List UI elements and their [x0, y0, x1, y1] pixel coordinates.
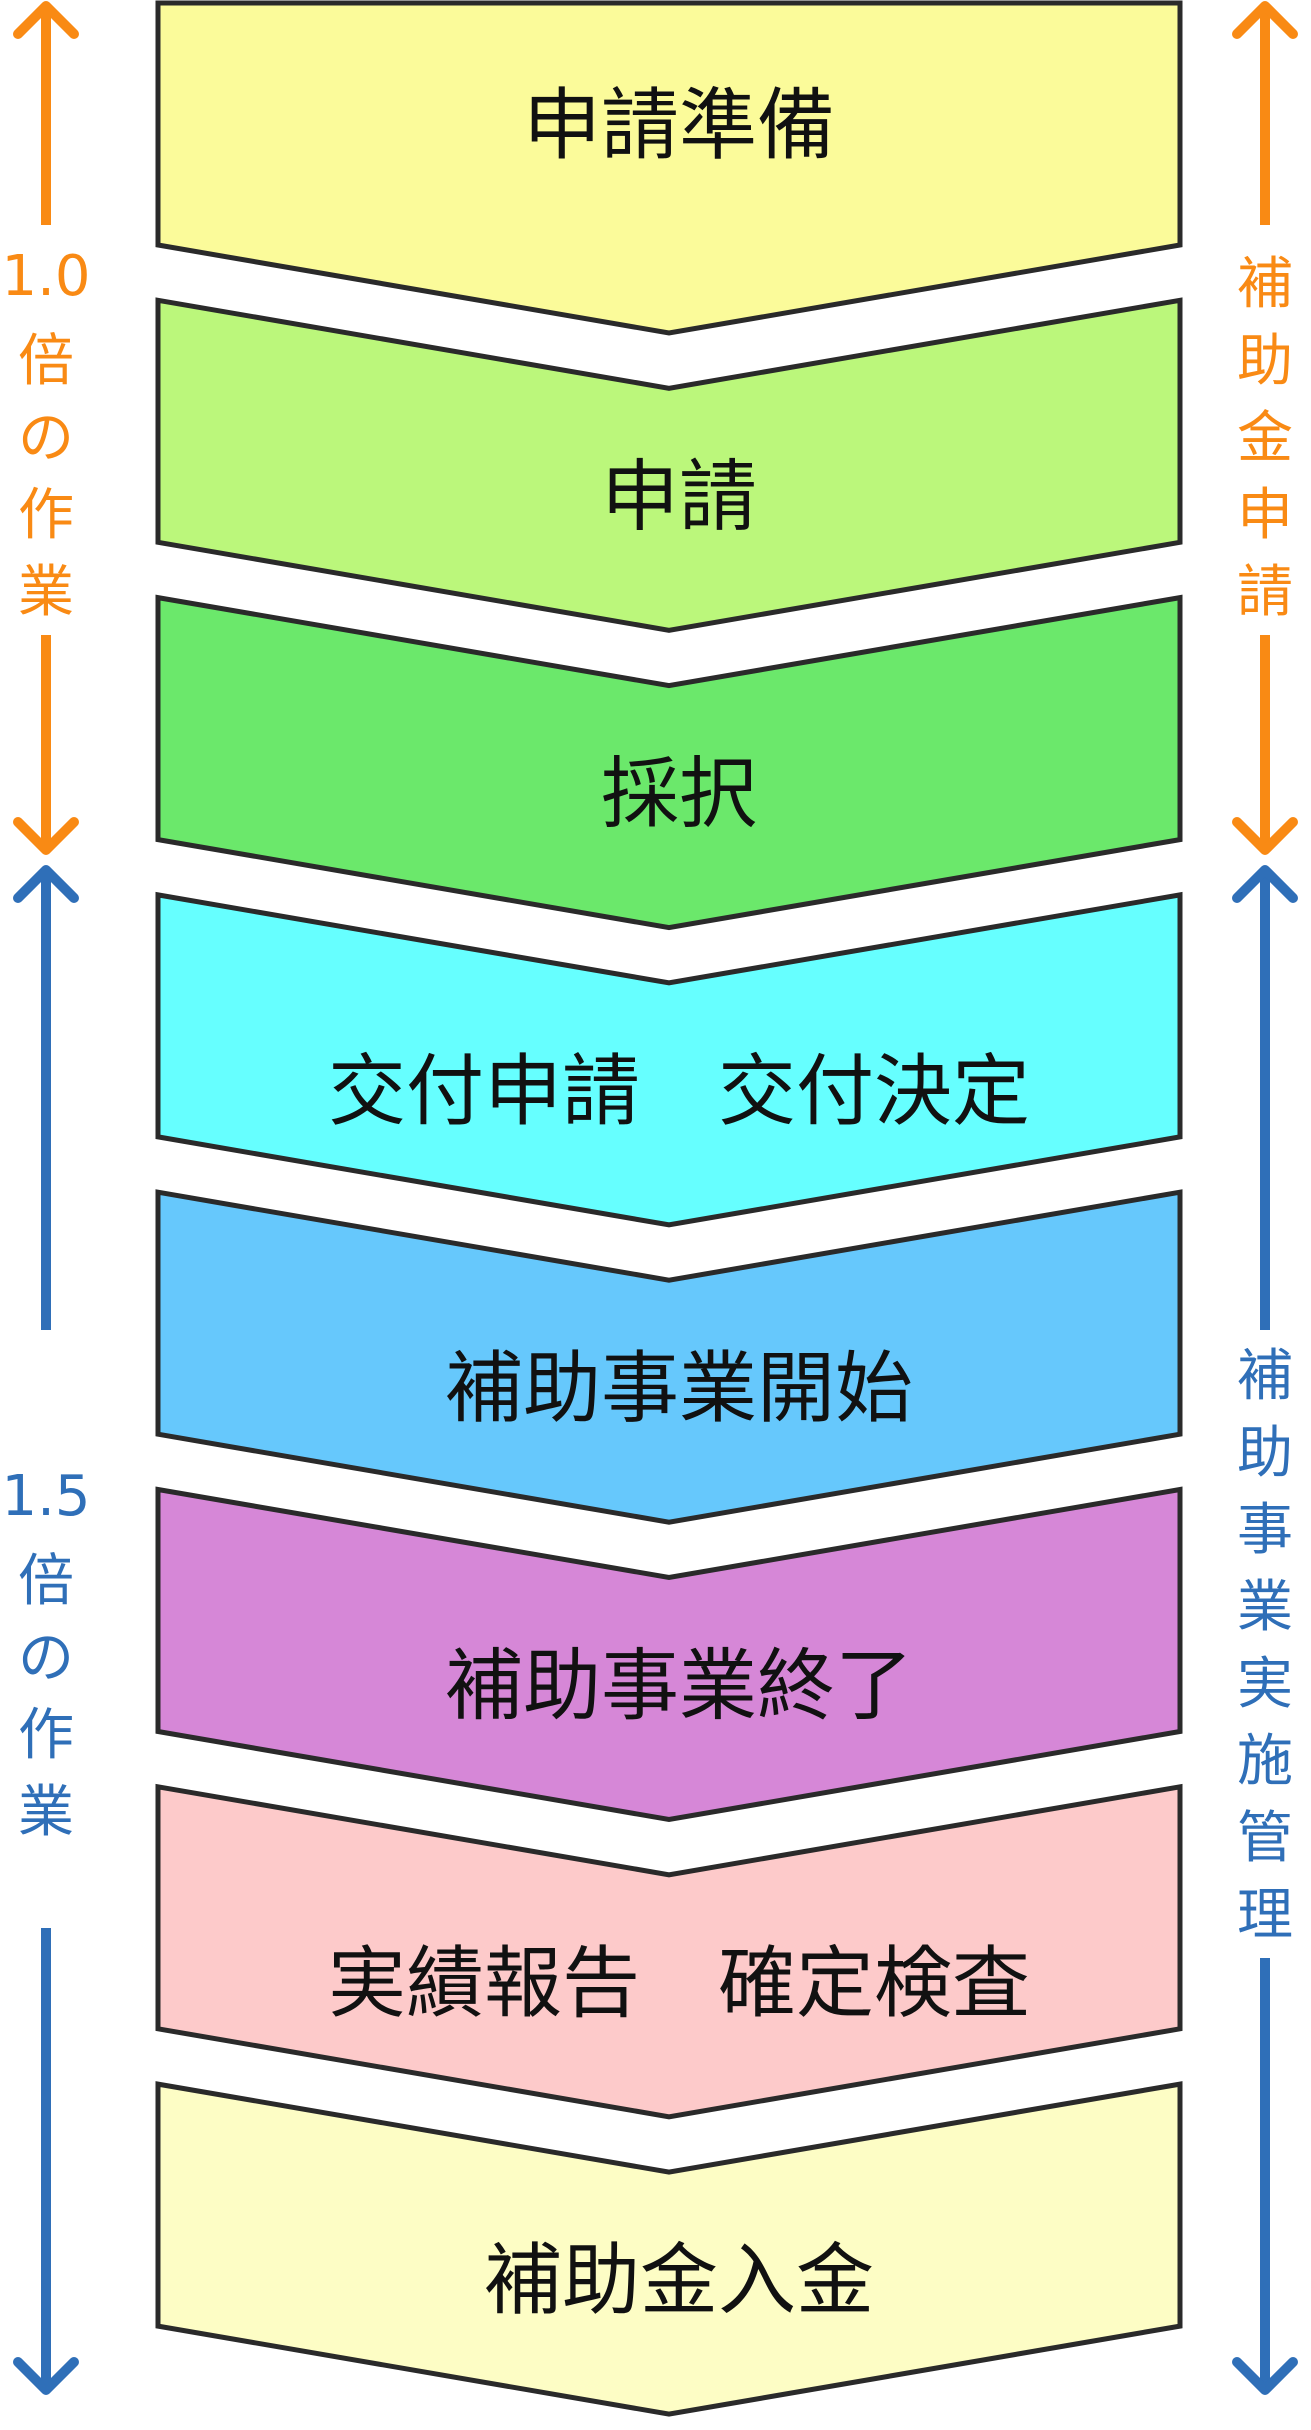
- left-bottom-char-2: の: [18, 1626, 74, 1691]
- right-bottom-char-6: 施: [1237, 1729, 1293, 1794]
- step-shape: [155, 1486, 1183, 1823]
- left-bottom-char-4: 業: [18, 1780, 74, 1845]
- step-2: 申請: [155, 297, 1183, 633]
- step-shape: [155, 1189, 1183, 1525]
- step-3: 採択: [155, 594, 1183, 931]
- left-top-brace: 1.0 倍 の 作 業: [1, 1, 91, 855]
- right-bottom-char-5: 実: [1237, 1652, 1293, 1717]
- step-label: 申請: [601, 452, 757, 542]
- left-top-char-4: 業: [18, 560, 74, 625]
- right-top-arrow-down-head: [1232, 817, 1298, 855]
- right-bottom-char-8: 理: [1237, 1883, 1293, 1948]
- step-label: 申請準備: [523, 81, 835, 171]
- left-top-char-3: 作: [18, 483, 74, 548]
- right-bottom-char-4: 業: [1237, 1575, 1293, 1640]
- step-label: 採択: [601, 750, 757, 840]
- step-6: 補助事業終了: [155, 1486, 1183, 1823]
- left-bottom-brace: 1.5 倍 の 作 業: [1, 865, 91, 2395]
- left-bottom-char-1: 倍: [18, 1549, 74, 1614]
- left-bottom-arrow-down-head: [13, 2357, 79, 2395]
- left-bottom-char-3: 作: [18, 1703, 74, 1768]
- left-top-char-1: 倍: [18, 329, 74, 394]
- step-shape: [155, 2081, 1183, 2417]
- right-top-char-5: 請: [1237, 560, 1293, 625]
- left-bottom-ratio: 1.5: [1, 1464, 90, 1529]
- right-top-brace: 補 助 金 申 請: [1232, 1, 1298, 855]
- step-7: 実績報告 確定検査: [155, 1783, 1183, 2120]
- step-shape: [155, 594, 1183, 931]
- right-bottom-char-7: 管: [1237, 1806, 1293, 1871]
- step-shape: [155, 297, 1183, 633]
- right-bottom-char-1: 補: [1237, 1344, 1293, 1409]
- left-top-char-2: の: [18, 406, 74, 471]
- right-top-char-4: 申: [1237, 483, 1293, 548]
- right-bottom-char-2: 助: [1237, 1421, 1293, 1486]
- step-label: 交付申請 交付決定: [328, 1047, 1030, 1137]
- step-label: 補助事業終了: [445, 1642, 913, 1732]
- step-8: 補助金入金: [155, 2081, 1183, 2417]
- left-top-arrow-down-head: [13, 817, 79, 855]
- step-shape: [155, 0, 1183, 336]
- right-top-arrow-up-head: [1232, 1, 1298, 39]
- step-shape: [155, 891, 1183, 1228]
- right-bottom-arrow-down-head: [1232, 2357, 1298, 2395]
- step-label: 補助事業開始: [445, 1344, 913, 1434]
- right-bottom-brace: 補 助 事 業 実 施 管 理: [1232, 865, 1298, 2395]
- step-label: 実績報告 確定検査: [328, 1939, 1030, 2029]
- step-4: 交付申請 交付決定: [155, 891, 1183, 1228]
- step-5: 補助事業開始: [155, 1189, 1183, 1525]
- left-top-ratio: 1.0: [1, 244, 90, 309]
- left-bottom-arrow-up-head: [13, 865, 79, 903]
- right-top-char-1: 補: [1237, 252, 1293, 317]
- left-top-arrow-up-head: [13, 1, 79, 39]
- step-shape: [155, 1783, 1183, 2120]
- right-top-char-2: 助: [1237, 329, 1293, 394]
- right-bottom-char-3: 事: [1237, 1498, 1293, 1563]
- right-top-char-3: 金: [1237, 406, 1293, 471]
- right-bottom-arrow-up-head: [1232, 865, 1298, 903]
- step-label: 補助金入金: [484, 2236, 874, 2326]
- step-1: 申請準備: [155, 0, 1183, 336]
